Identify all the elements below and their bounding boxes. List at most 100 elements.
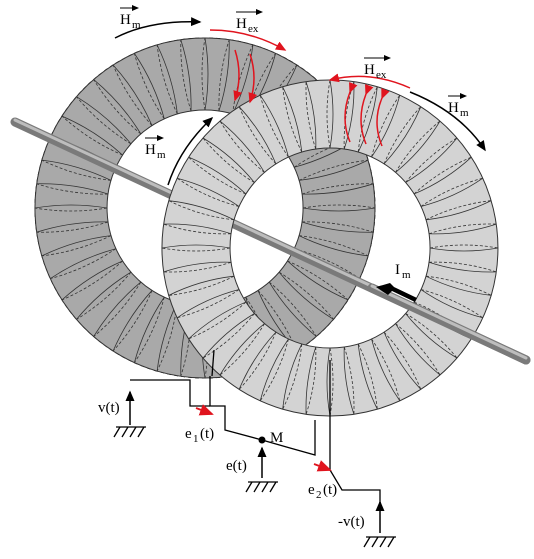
winding-turn	[405, 313, 458, 359]
winding-turn-back	[218, 39, 230, 112]
winding-turn-back	[34, 207, 108, 212]
right-core-body	[161, 79, 499, 417]
winding-turn-back	[305, 81, 317, 150]
label-m: M	[270, 430, 283, 446]
winding-turn	[112, 290, 153, 352]
svg-text:H: H	[448, 100, 459, 116]
winding-turn-back	[219, 120, 265, 173]
winding-turn	[93, 281, 142, 337]
winding-turn-back	[76, 271, 132, 320]
winding-turn	[420, 289, 483, 319]
winding-turn-back	[41, 235, 112, 257]
winding-turn	[202, 137, 255, 183]
svg-text:m: m	[132, 19, 141, 31]
winding-turn-back	[383, 106, 422, 165]
winding-turn	[93, 79, 142, 135]
winding-turn-back	[268, 281, 317, 337]
label-hm-inner: H m	[145, 135, 166, 161]
winding-turn-back	[298, 235, 369, 257]
svg-text:ex: ex	[248, 23, 259, 35]
svg-text:2: 2	[316, 489, 322, 501]
winding-turn	[176, 289, 240, 319]
winding-turn	[343, 346, 355, 415]
winding-turn-back	[177, 289, 240, 319]
current-arrow	[376, 283, 417, 302]
winding-turn	[425, 275, 492, 296]
winding-turn-back	[180, 39, 192, 112]
label-et: e(t)	[226, 458, 247, 474]
svg-text:1: 1	[193, 433, 199, 445]
ground-3	[363, 536, 396, 548]
label-hm-top: H m	[120, 5, 141, 31]
svg-text:ex: ex	[376, 69, 387, 81]
winding-turn-back	[161, 247, 231, 252]
winding-turn	[41, 235, 112, 257]
winding-turn	[41, 159, 112, 181]
node-m	[258, 436, 266, 444]
winding-turn-back	[238, 331, 277, 390]
winding-turn	[428, 223, 497, 235]
winding-turn-back	[405, 137, 458, 183]
winding-turn-back	[395, 120, 441, 173]
winding-turn-back	[429, 244, 499, 249]
winding-turn	[268, 281, 317, 337]
winding-turn-back	[134, 297, 165, 363]
winding-turn-back	[202, 137, 255, 183]
winding-turn	[420, 177, 484, 207]
winding-turn	[219, 120, 265, 173]
winding-turn	[36, 183, 109, 195]
svg-text:H: H	[120, 12, 131, 28]
winding-turn	[405, 137, 458, 183]
winding-turn	[163, 261, 232, 273]
winding-turn	[395, 120, 441, 173]
winding-turn	[413, 156, 472, 195]
label-im: I m	[395, 262, 411, 281]
winding-turn-back	[357, 343, 378, 410]
ground-2	[245, 481, 278, 493]
svg-text:(t): (t)	[200, 426, 214, 442]
winding-turn-back	[232, 44, 254, 115]
winding-turn	[298, 235, 369, 257]
winding-turn	[428, 261, 497, 273]
winding-turn-back	[201, 37, 206, 111]
winding-turn	[282, 86, 303, 153]
winding-turn-back	[425, 275, 492, 296]
label-vt: v(t)	[98, 400, 120, 416]
winding-turn	[326, 347, 331, 417]
winding-turn	[76, 271, 132, 320]
winding-turn-back	[61, 260, 123, 301]
ground-1	[113, 426, 146, 438]
winding-turn	[371, 338, 401, 402]
winding-turn-back	[301, 221, 374, 233]
svg-text:H: H	[364, 62, 375, 78]
winding-turn-back	[163, 223, 232, 235]
svg-text:I: I	[395, 262, 400, 278]
winding-turn	[219, 323, 265, 376]
winding-turn	[218, 39, 230, 112]
svg-text:(t): (t)	[323, 482, 337, 498]
winding-turn-back	[133, 53, 165, 120]
winding-turn	[36, 221, 109, 233]
winding-turn-back	[93, 281, 142, 337]
e2-red-arrow	[313, 460, 332, 472]
winding-turn	[383, 106, 422, 165]
winding-turn	[278, 271, 334, 320]
winding-turn	[429, 247, 499, 252]
winding-turn	[76, 96, 132, 145]
winding-turn-back	[343, 346, 355, 415]
svg-text:m: m	[402, 269, 411, 281]
winding-turn-back	[413, 156, 472, 195]
winding-turn-back	[278, 271, 334, 320]
label-neg-vt: -v(t)	[338, 514, 365, 530]
winding-turn-back	[202, 313, 255, 359]
winding-turn-back	[282, 343, 303, 410]
winding-turn	[383, 331, 422, 390]
winding-turn	[134, 53, 165, 119]
hm-arrow-right	[409, 91, 486, 152]
winding-turn-back	[259, 338, 289, 402]
winding-turn	[202, 313, 255, 359]
winding-turn-back	[188, 156, 247, 195]
winding-turn-back	[425, 200, 492, 221]
winding-turn	[425, 200, 492, 221]
